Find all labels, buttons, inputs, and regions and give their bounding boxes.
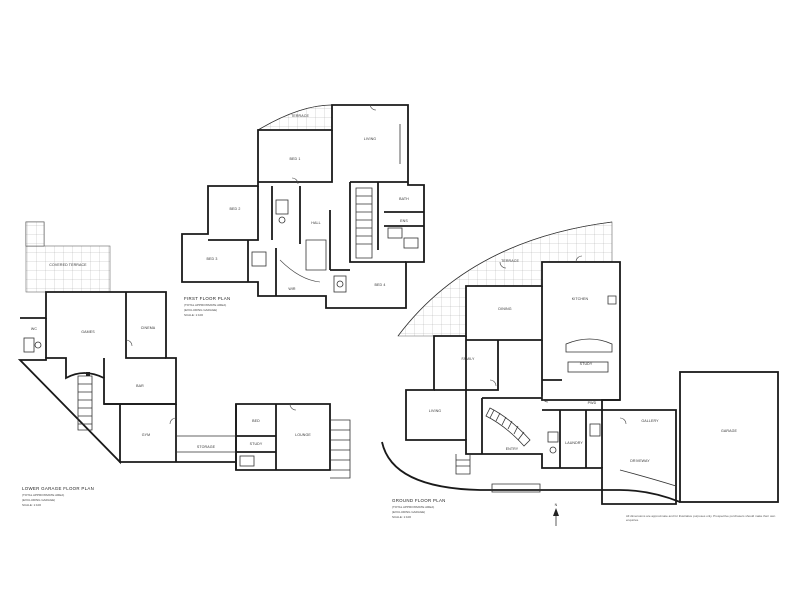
ground-study-label: STUDY — [580, 362, 593, 366]
lower-bed-label: BED — [252, 419, 260, 423]
first-living-label: LIVING — [364, 137, 376, 141]
first-floor-outline — [181, 104, 425, 309]
ground-family-label: FAMILY — [461, 357, 475, 361]
first-plan-line1: (TOTAL APPROXIMATE AREA) — [184, 303, 226, 307]
ground-driveway-label: DRIVEWAY — [630, 459, 650, 463]
ground-garage-label: GARAGE — [721, 429, 737, 433]
first-terrace-label: TERRACE — [291, 114, 309, 118]
first-plan-line2: (EXCLUDING GARAGE) — [184, 308, 217, 312]
ground-living-label: LIVING — [429, 409, 441, 413]
first-wir-label: WIR — [288, 287, 296, 291]
ground-plan-line2: (EXCLUDING GARAGE) — [392, 510, 425, 514]
ground-plan-line3: SCALE: 1:100 — [392, 515, 411, 519]
first-plan-title: FIRST FLOOR PLAN — [184, 296, 230, 301]
north-arrow: N — [553, 503, 559, 526]
ground-driveway — [381, 441, 681, 503]
north-label: N — [555, 503, 558, 507]
lower-floor-terrace — [25, 245, 111, 293]
lower-games-label: GAMES — [81, 330, 95, 334]
lower-terrace-label: COVERED TERRACE — [49, 263, 87, 267]
first-bed1-label: BED 1 — [290, 157, 301, 161]
first-floor-plan: TERRACE LIVING BED 1 BED 2 BED 3 BED 4 B… — [181, 103, 425, 317]
lower-bar-label: BAR — [136, 384, 144, 388]
lower-lounge-label: LOUNGE — [295, 433, 311, 437]
lower-floor-outline — [17, 291, 331, 471]
ground-garage — [679, 371, 779, 503]
ground-plan-line1: (TOTAL APPROXIMATE AREA) — [392, 505, 434, 509]
lower-floor-plan: COVERED TERRACE GAMES CINEMA BAR WC GYM … — [17, 221, 351, 507]
ground-entry-label: ENTRY — [506, 447, 519, 451]
first-bed3-label: BED 3 — [207, 257, 218, 261]
lower-gym-label: GYM — [142, 433, 151, 437]
lower-storage-label: STORAGE — [197, 445, 216, 449]
ground-floor-terrace — [397, 221, 613, 337]
disclaimer-text: All dimensions are approximate and for i… — [626, 514, 776, 522]
lower-plan-line3: SCALE: 1:100 — [22, 503, 41, 507]
first-plan-line3: SCALE: 1:100 — [184, 313, 203, 317]
lower-plan-line1: (TOTAL APPROXIMATE AREA) — [22, 493, 64, 497]
disclaimer-box: All dimensions are approximate and for i… — [626, 514, 776, 522]
ground-floor-plan: N TERRACE DINING KITCHEN FAMILY LIVING E… — [381, 221, 779, 526]
lower-study-label: STUDY — [250, 442, 263, 446]
first-bed4-label: BED 4 — [375, 283, 386, 287]
ground-kitchen-label: KITCHEN — [572, 297, 589, 301]
lower-plan-title: LOWER GARAGE FLOOR PLAN — [22, 486, 94, 491]
ground-gallery-label: GALLERY — [641, 419, 659, 423]
lower-wc-label: WC — [31, 327, 37, 331]
ground-plan-title: GROUND FLOOR PLAN — [392, 498, 446, 503]
lower-plan-line2: (EXCLUDING GARAGE) — [22, 498, 55, 502]
ground-terrace-label: TERRACE — [501, 259, 519, 263]
first-bath-label: BATH — [399, 197, 409, 201]
first-hall-label: HALL — [311, 221, 320, 225]
first-bed2-label: BED 2 — [230, 207, 241, 211]
first-ensuite-label: ENS — [400, 219, 408, 223]
lower-cinema-label: CINEMA — [141, 326, 156, 330]
ground-dining-label: DINING — [498, 307, 511, 311]
ground-laundry-label: LAUNDRY — [565, 441, 583, 445]
ground-powder-label: PWD — [588, 401, 597, 405]
